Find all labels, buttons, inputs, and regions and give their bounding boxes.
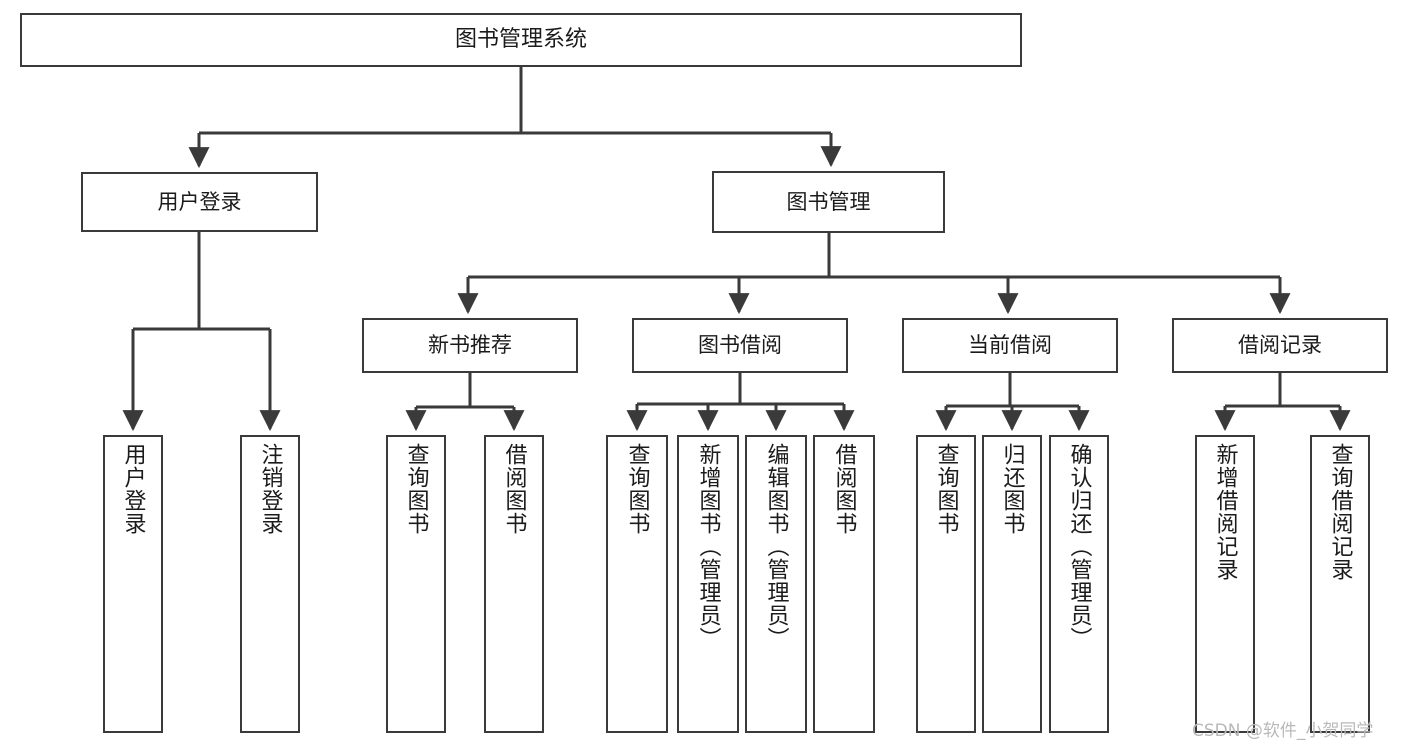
node-label: 查询图书 xyxy=(933,443,959,535)
node-leaf-user-login[interactable]: 用户登录 xyxy=(103,435,163,733)
node-label: 查询借阅记录 xyxy=(1327,443,1353,581)
node-label: 编辑图书（管理员） xyxy=(763,443,789,650)
csdn-watermark: CSDN @软件_小贺同学 xyxy=(1192,721,1374,741)
node-label: 借阅记录 xyxy=(1238,333,1322,358)
node-leaf-query-book-3[interactable]: 查询图书 xyxy=(916,435,976,733)
node-leaf-add-book-admin[interactable]: 新增图书（管理员） xyxy=(677,435,739,733)
node-book-borrow[interactable]: 图书借阅 xyxy=(632,318,848,373)
node-current-borrow[interactable]: 当前借阅 xyxy=(902,318,1118,373)
node-label: 图书借阅 xyxy=(698,333,782,358)
node-label: 注销登录 xyxy=(257,443,283,535)
node-label: 归还图书 xyxy=(999,443,1025,535)
node-leaf-query-book-1[interactable]: 查询图书 xyxy=(386,435,446,733)
node-label: 确认归还（管理员） xyxy=(1066,443,1092,650)
node-new-book-recommend[interactable]: 新书推荐 xyxy=(362,318,578,373)
node-label: 当前借阅 xyxy=(968,333,1052,358)
node-leaf-query-borrow-record[interactable]: 查询借阅记录 xyxy=(1310,435,1370,733)
node-leaf-add-borrow-record[interactable]: 新增借阅记录 xyxy=(1195,435,1255,733)
node-label: 查询图书 xyxy=(403,443,429,535)
node-label: 用户登录 xyxy=(120,443,146,535)
node-root-system[interactable]: 图书管理系统 xyxy=(20,13,1022,67)
node-leaf-query-book-2[interactable]: 查询图书 xyxy=(606,435,668,733)
node-user-login[interactable]: 用户登录 xyxy=(81,172,318,232)
node-label: 查询图书 xyxy=(624,443,650,535)
node-label: 借阅图书 xyxy=(501,443,527,535)
node-leaf-user-logout[interactable]: 注销登录 xyxy=(240,435,300,733)
node-leaf-edit-book-admin[interactable]: 编辑图书（管理员） xyxy=(745,435,807,733)
node-book-manage[interactable]: 图书管理 xyxy=(712,171,945,233)
node-label: 新书推荐 xyxy=(428,333,512,358)
node-leaf-borrow-book-1[interactable]: 借阅图书 xyxy=(484,435,544,733)
node-label: 新增借阅记录 xyxy=(1212,443,1238,581)
node-leaf-borrow-book-2[interactable]: 借阅图书 xyxy=(813,435,875,733)
node-label: 借阅图书 xyxy=(831,443,857,535)
node-label: 新增图书（管理员） xyxy=(695,443,721,650)
node-label: 图书管理系统 xyxy=(454,27,587,53)
node-borrow-record[interactable]: 借阅记录 xyxy=(1172,318,1388,373)
node-label: 图书管理 xyxy=(786,189,871,214)
node-leaf-confirm-return[interactable]: 确认归还（管理员） xyxy=(1049,435,1109,733)
node-label: 用户登录 xyxy=(157,189,242,214)
node-leaf-return-book[interactable]: 归还图书 xyxy=(982,435,1042,733)
